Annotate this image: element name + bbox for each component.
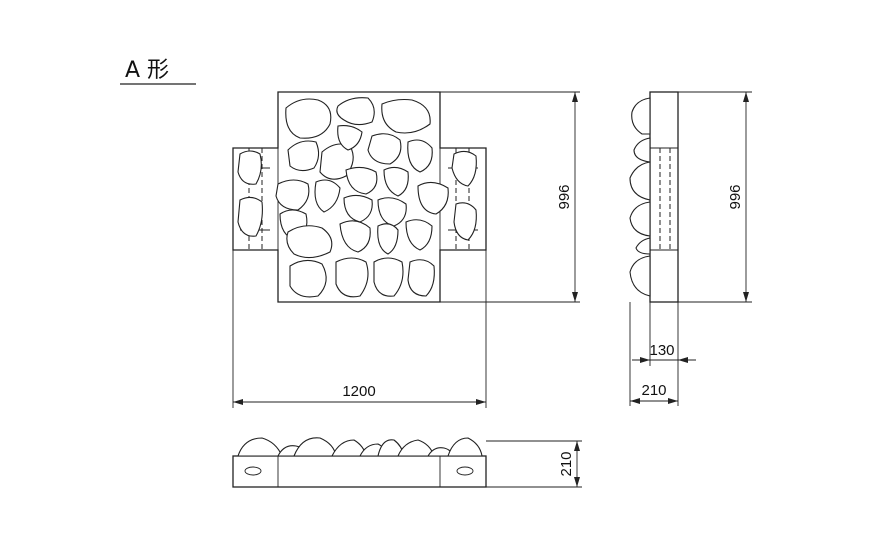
plan-width-dimension: 1200: [232, 250, 487, 408]
front-height-dimension: 210: [486, 440, 582, 488]
side-depth-label: 210: [641, 382, 666, 399]
front-height-label: 210: [558, 451, 575, 476]
side-view: [629, 91, 679, 303]
side-depth-dimension: 210: [629, 302, 679, 406]
side-height-label: 996: [727, 184, 744, 209]
drawing-title: A 形: [125, 58, 169, 83]
plan-view: [232, 91, 487, 303]
side-inner-dimension: 130: [632, 302, 696, 366]
side-height-dimension: 996: [678, 91, 752, 303]
front-view: [232, 437, 487, 488]
plan-stones: [237, 97, 477, 298]
side-inner-label: 130: [649, 342, 674, 359]
plan-width-label: 1200: [342, 383, 375, 400]
plan-height-dimension: 996: [440, 91, 580, 303]
plan-height-label: 996: [556, 184, 573, 209]
